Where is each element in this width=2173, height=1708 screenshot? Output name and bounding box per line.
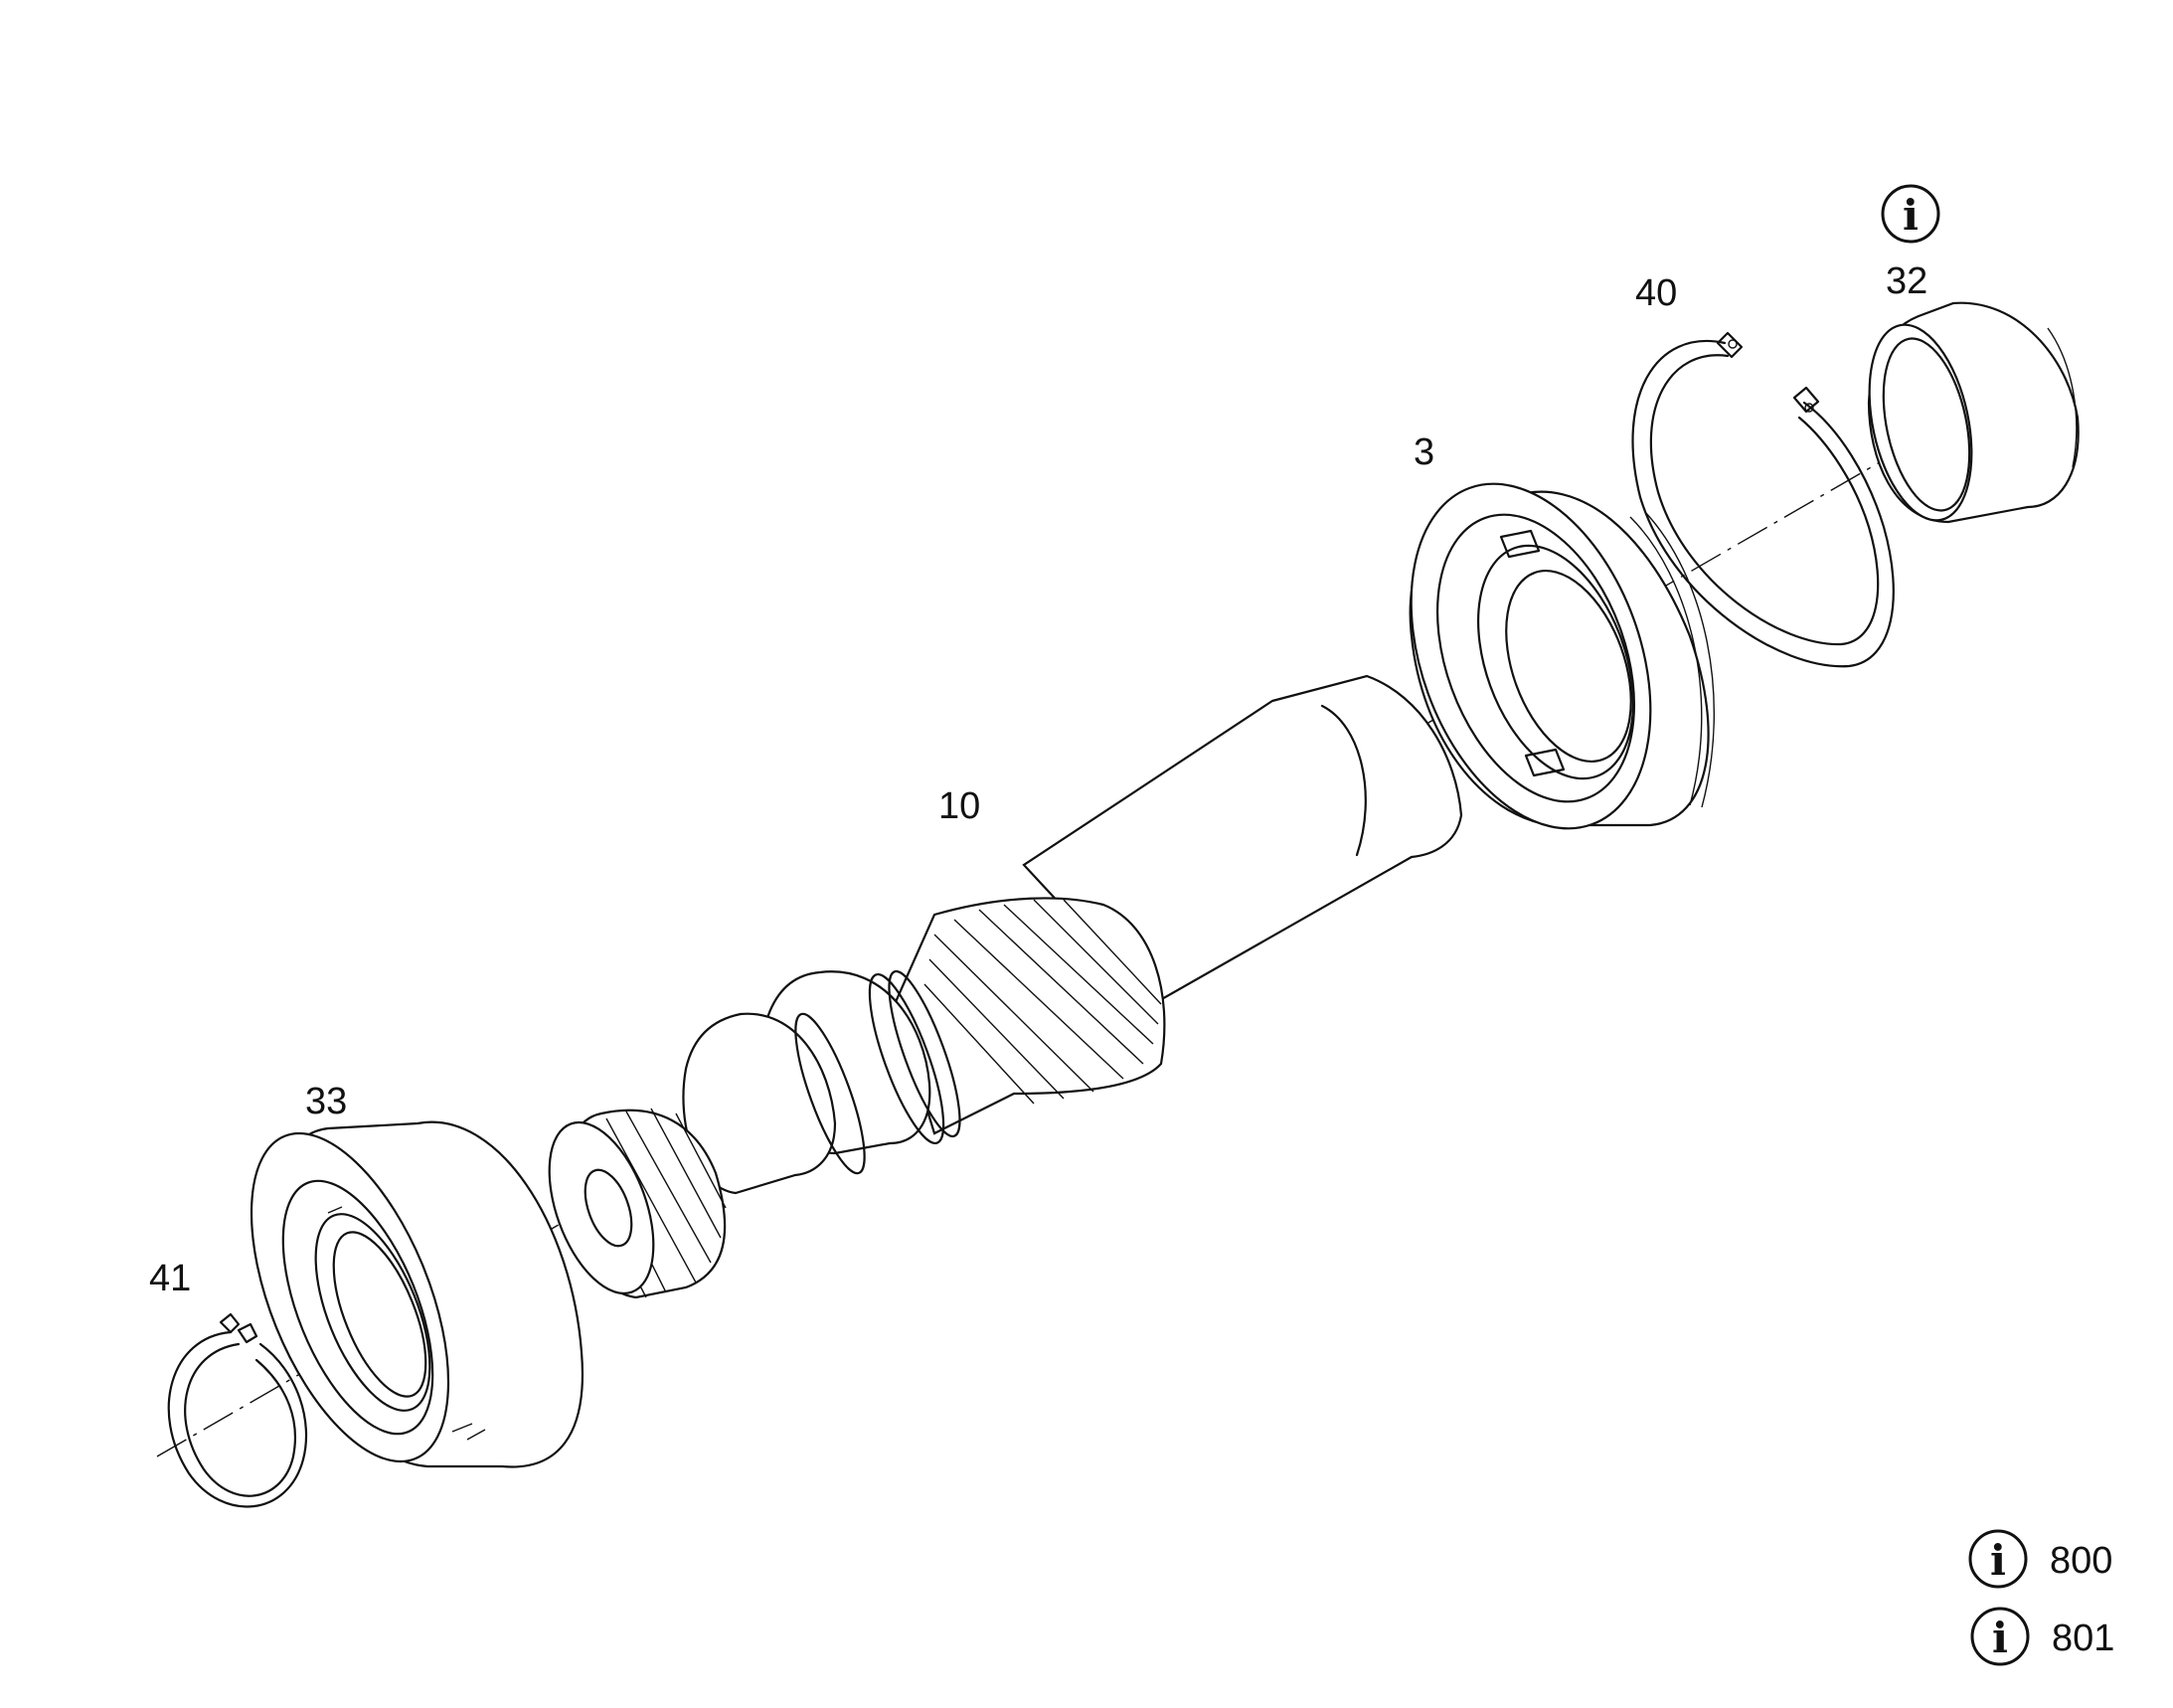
label-part-32: 32 — [1886, 260, 1927, 302]
svg-text:i: i — [1992, 1614, 2008, 1662]
label-part-40: 40 — [1635, 272, 1677, 314]
part-33-ball-bearing[interactable] — [211, 1107, 585, 1488]
info-circle-icon: i — [1968, 1529, 2028, 1589]
label-part-10: 10 — [938, 785, 980, 827]
label-part-41: 41 — [149, 1258, 191, 1299]
part-40-retaining-ring[interactable] — [1631, 331, 1895, 668]
part-10-splined-shaft[interactable] — [529, 674, 1463, 1307]
info-circle-icon: i — [1970, 1607, 2030, 1666]
info-circle-icon[interactable]: i — [1881, 184, 1940, 244]
info-ref-800-label: 800 — [2050, 1540, 2112, 1582]
info-ref-801[interactable]: i 801 — [1970, 1607, 2114, 1666]
info-ref-801-label: 801 — [2052, 1618, 2114, 1659]
svg-text:i: i — [1990, 1536, 2006, 1585]
part-32-bushing[interactable] — [1853, 301, 2080, 530]
part-41-snap-ring[interactable] — [167, 1312, 308, 1508]
label-part-3: 3 — [1414, 431, 1434, 473]
label-part-33: 33 — [305, 1081, 347, 1122]
part-3-shaft-seal[interactable] — [1367, 450, 1715, 862]
svg-text:i: i — [1903, 191, 1919, 240]
info-ref-800[interactable]: i 800 — [1968, 1529, 2112, 1589]
